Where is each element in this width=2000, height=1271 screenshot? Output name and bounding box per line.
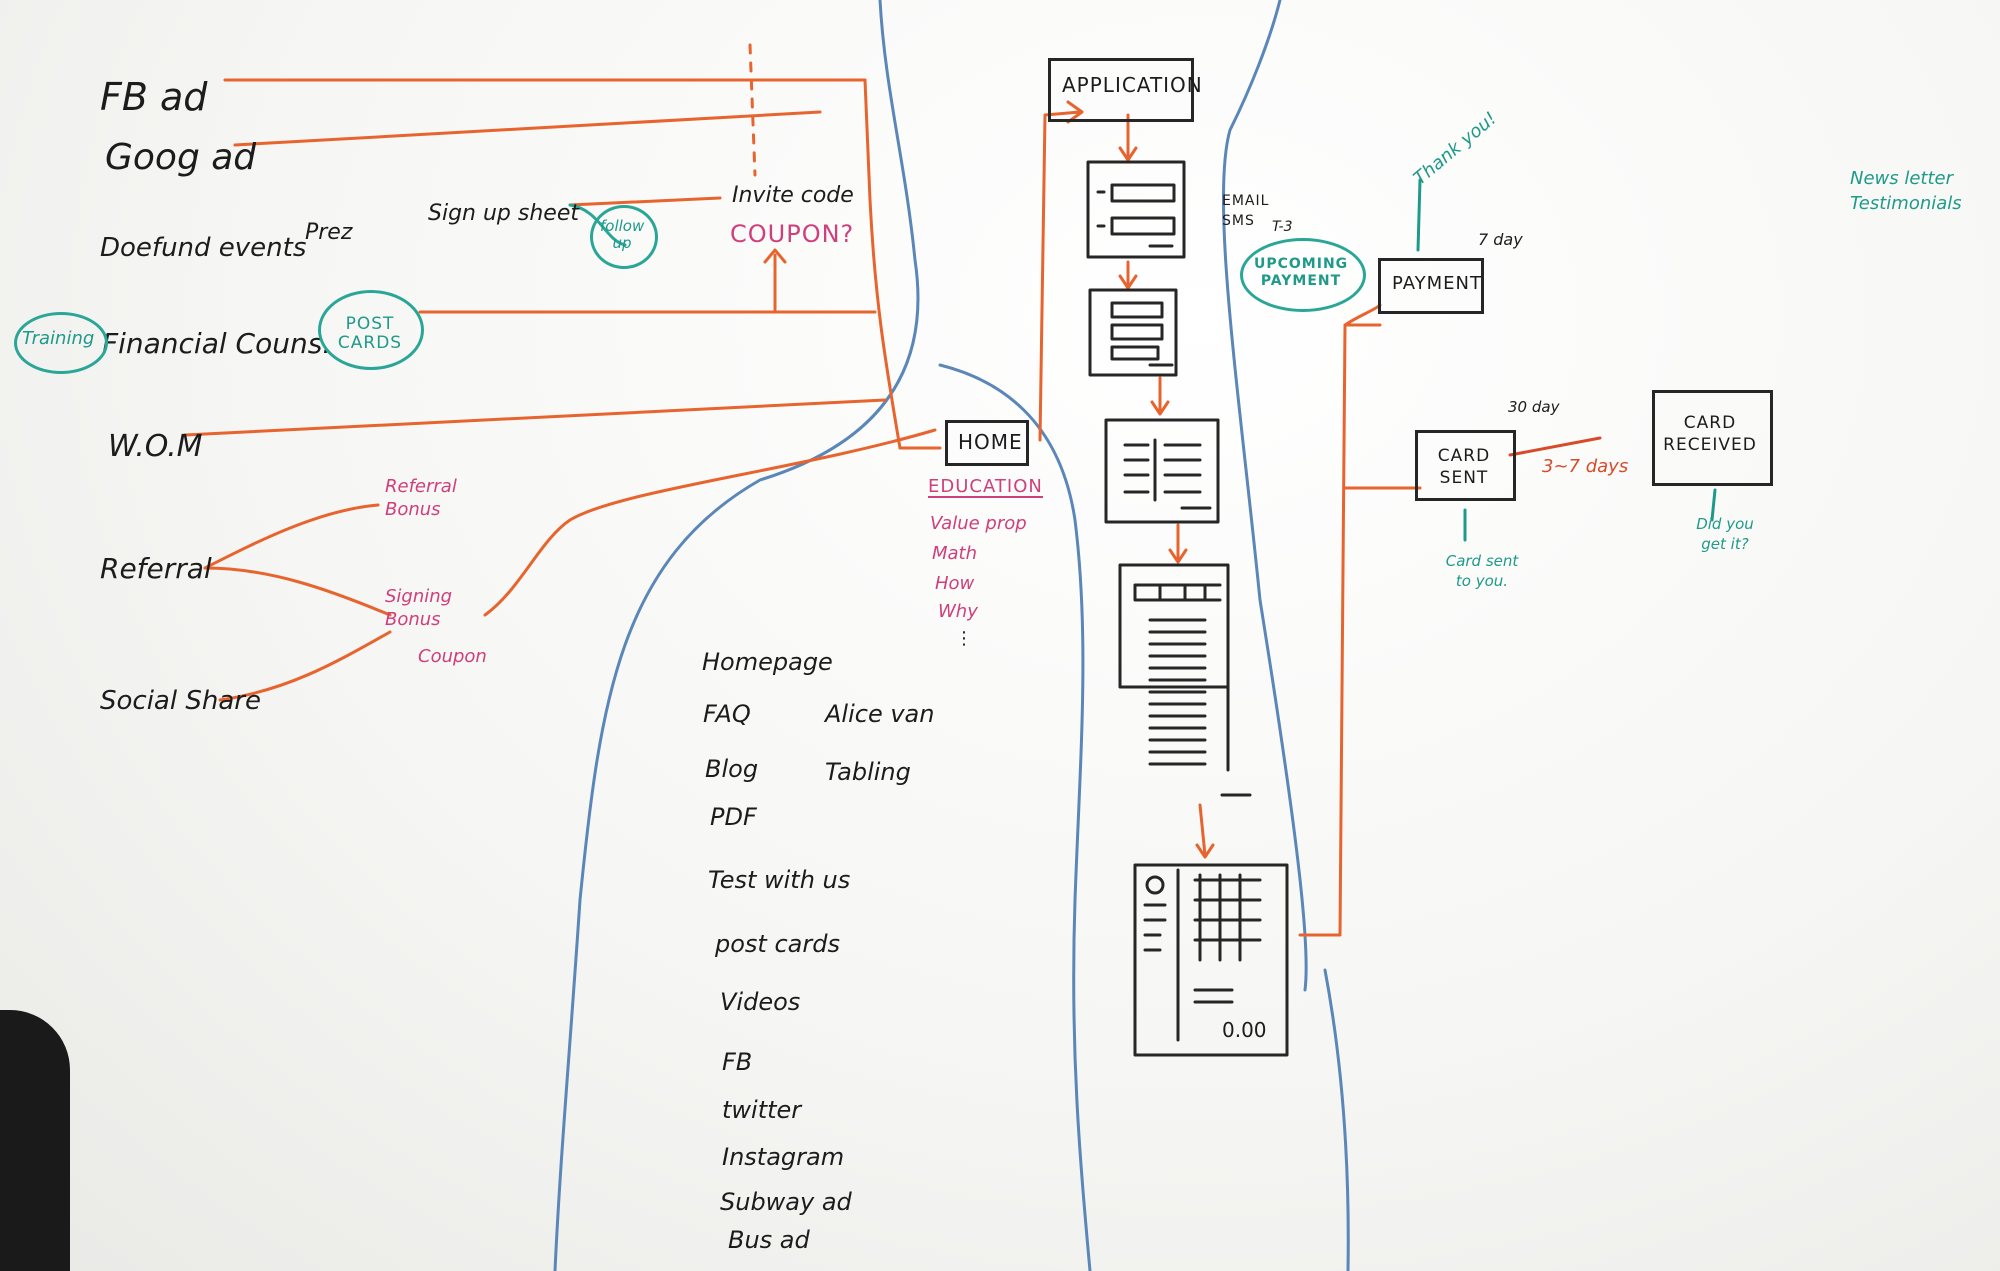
line-dotted bbox=[750, 45, 755, 175]
channel-10: Instagram bbox=[722, 1145, 844, 1169]
home-item-5: ⋮ bbox=[955, 630, 973, 648]
source-financial: Financial Couns. bbox=[102, 330, 331, 358]
line-home-to-app bbox=[1040, 102, 1082, 440]
home-item-1: Value prop bbox=[930, 515, 1027, 533]
home-item-2: Math bbox=[932, 545, 977, 563]
home-item-4: Why bbox=[938, 603, 978, 621]
home-title: HOME bbox=[958, 432, 1023, 452]
branch-referral-bonus bbox=[205, 505, 378, 568]
home-item-3: How bbox=[935, 575, 974, 593]
payment-title: PAYMENT bbox=[1392, 275, 1482, 293]
coupon-label: Coupon bbox=[418, 648, 487, 666]
card-sent-note: Card sent to you. bbox=[1442, 552, 1522, 591]
line-referral-orange bbox=[485, 430, 935, 615]
channel-3: Blog bbox=[705, 757, 758, 781]
channel-2: FAQ bbox=[703, 702, 751, 726]
line-wom bbox=[185, 400, 885, 435]
blue-divider-2 bbox=[940, 365, 1090, 1271]
card-received-title: CARD RECEIVED bbox=[1662, 412, 1758, 456]
blue-divider-3 bbox=[1223, 0, 1306, 990]
channel-1: Homepage bbox=[702, 650, 833, 674]
coupon-question-label: COUPON? bbox=[730, 222, 854, 246]
followup-label: follow up bbox=[600, 218, 644, 251]
channel-5: Test with us bbox=[708, 868, 850, 892]
branch-signing bbox=[205, 568, 390, 615]
three-seven-days-label: 3~7 days bbox=[1542, 458, 1628, 476]
source-signup-sheet: Sign up sheet bbox=[428, 203, 579, 225]
upcoming-payment-label: UPCOMING PAYMENT bbox=[1254, 256, 1348, 290]
amount-label: 0.00 bbox=[1222, 1020, 1267, 1040]
seven-day-label: 7 day bbox=[1478, 232, 1523, 248]
thirty-day-label: 30 day bbox=[1508, 400, 1559, 415]
channel-8: FB bbox=[722, 1050, 752, 1074]
wireframe-screen-2 bbox=[1090, 290, 1176, 375]
newsletter-label: News letter bbox=[1850, 170, 1953, 188]
channel-12: Bus ad bbox=[728, 1228, 810, 1252]
channel-col2-2: Tabling bbox=[825, 760, 911, 784]
wireframe-screen-1 bbox=[1088, 162, 1184, 257]
card-sent-title: CARD SENT bbox=[1428, 445, 1500, 489]
line-goog bbox=[235, 112, 820, 145]
channel-11: Subway ad bbox=[720, 1190, 852, 1214]
dark-object-corner bbox=[0, 1010, 70, 1271]
source-social-share: Social Share bbox=[100, 688, 261, 714]
source-fb-ad: FB ad bbox=[100, 78, 207, 116]
source-referral: Referral bbox=[100, 555, 212, 583]
arrow-app-4 bbox=[1170, 525, 1186, 562]
invite-code-label: Invite code bbox=[732, 185, 854, 207]
channel-7: Videos bbox=[720, 990, 800, 1014]
testimonials-label: Testimonials bbox=[1850, 195, 1962, 213]
line-signup bbox=[570, 198, 720, 205]
education-label: EDUCATION bbox=[928, 478, 1043, 498]
source-events: Doefund events bbox=[100, 235, 306, 261]
source-prez: Prez bbox=[305, 222, 352, 244]
postcards-label: POST CARDS bbox=[332, 315, 408, 352]
bracket-payment bbox=[1300, 305, 1420, 935]
arrow-app-3 bbox=[1152, 378, 1168, 414]
channel-4: PDF bbox=[710, 805, 757, 829]
source-goog-ad: Goog ad bbox=[105, 140, 256, 176]
blue-divider-4 bbox=[1325, 970, 1348, 1271]
channel-col2-1: Alice van bbox=[825, 702, 934, 726]
line-vertical-collect bbox=[865, 80, 900, 448]
channel-6: post cards bbox=[715, 932, 840, 956]
arrow-app-2 bbox=[1120, 262, 1136, 288]
signing-bonus-label: Signing Bonus bbox=[385, 585, 465, 632]
channel-9: twitter bbox=[722, 1098, 801, 1122]
training-label: Training bbox=[22, 330, 94, 348]
line-coupon-up bbox=[765, 250, 785, 310]
did-you-get-label: Did you get it? bbox=[1690, 515, 1760, 554]
wireframe-screen-4 bbox=[1120, 565, 1250, 795]
t-minus-label: T-3 bbox=[1272, 220, 1293, 234]
email-sms-label: EMAIL SMS bbox=[1222, 192, 1272, 231]
referral-bonus-label: Referral Bonus bbox=[385, 475, 465, 522]
source-wom: W.O.M bbox=[108, 432, 203, 462]
tick-thankyou bbox=[1418, 180, 1420, 250]
wireframe-screen-3 bbox=[1106, 420, 1218, 522]
arrow-app-5 bbox=[1197, 805, 1213, 857]
line-cardsent-received bbox=[1510, 438, 1600, 455]
application-title: APPLICATION bbox=[1062, 75, 1203, 95]
